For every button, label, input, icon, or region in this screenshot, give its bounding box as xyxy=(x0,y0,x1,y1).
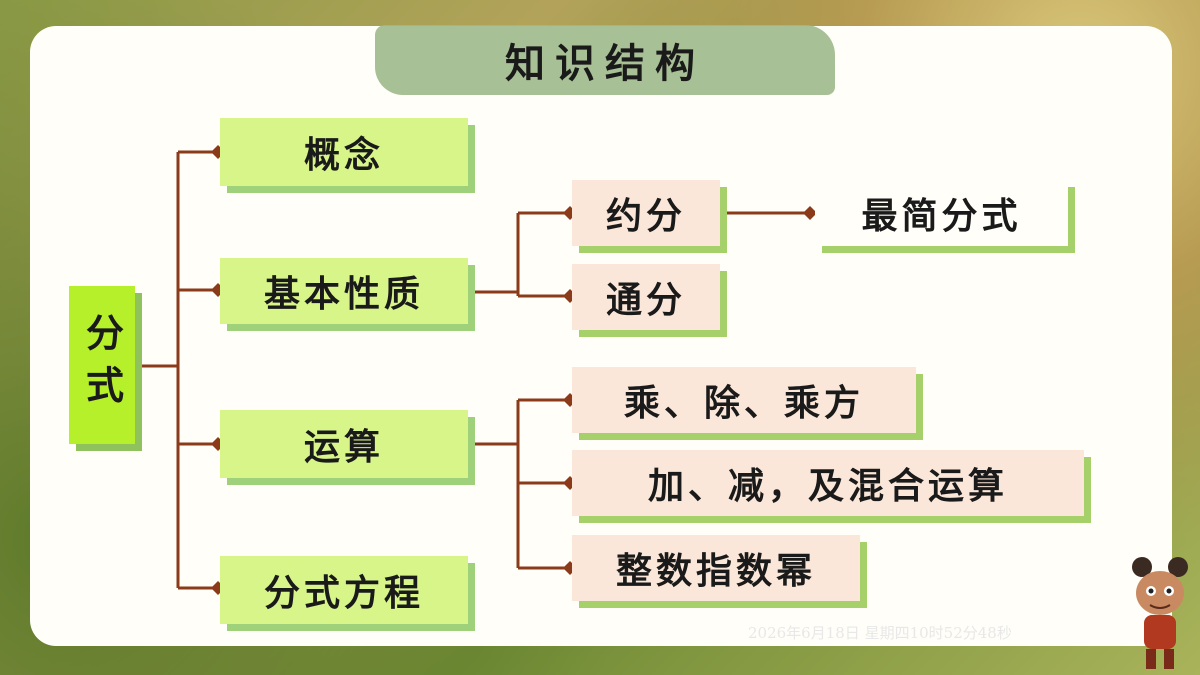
node-integer-exponent: 整数指数幂 xyxy=(572,535,860,601)
timestamp: 2026年6月18日 星期四10时52分48秒 xyxy=(748,624,1012,642)
node-mul-div: 乘、除、乘方 xyxy=(572,367,916,433)
node-add-sub: 加、减，及混合运算 xyxy=(572,450,1084,516)
diamond-marker xyxy=(803,206,817,220)
mascot-character xyxy=(1132,557,1188,669)
node-simplest-fraction: 最简分式 xyxy=(815,180,1068,246)
title-band xyxy=(375,25,835,95)
node-equation: 分式方程 xyxy=(220,556,468,624)
node-property: 基本性质 xyxy=(220,258,468,324)
root-node: 分式 xyxy=(69,286,135,444)
node-common-denominator: 通分 xyxy=(572,264,720,330)
node-reduce: 约分 xyxy=(572,180,720,246)
page-title: 知识结构 xyxy=(505,40,705,87)
node-concept: 概念 xyxy=(220,118,468,186)
node-operation: 运算 xyxy=(220,410,468,478)
